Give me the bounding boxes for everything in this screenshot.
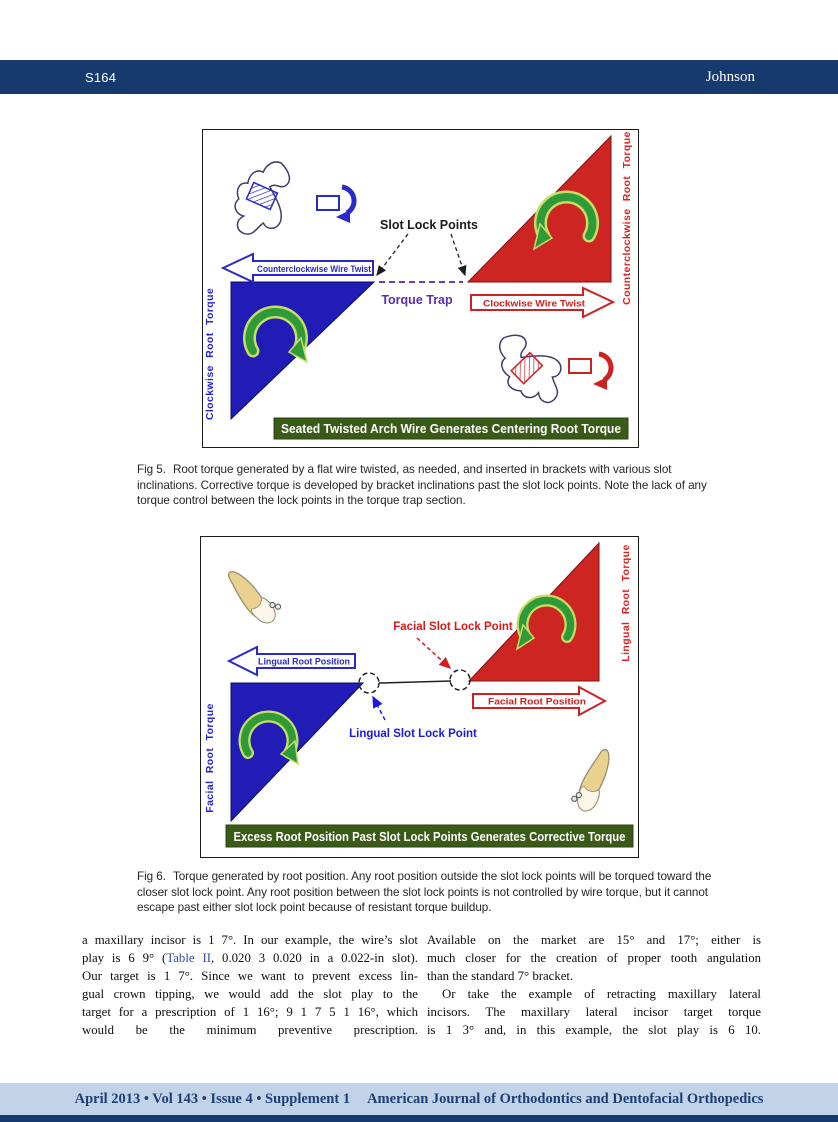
fig6-left-axis-label: Facial Root Torque — [204, 703, 216, 813]
fig6-right-axis-label: Lingual Root Torque — [620, 544, 632, 661]
body-line: gual crown tipping, we would add the slo… — [82, 987, 418, 1002]
wire-slot-rect-blue — [316, 195, 340, 211]
body-line: target for a prescription of 1 16°; 9 1 … — [82, 1005, 418, 1020]
fig5-caption: Fig 5.Root torque generated by a flat wi… — [137, 462, 715, 509]
facial-root-position-label: Facial Root Position — [488, 697, 586, 708]
lingual-root-torque-triangle — [467, 541, 600, 682]
running-head-author: Johnson — [705, 68, 755, 85]
bracket-sketch-blue — [217, 150, 310, 249]
body-line: Or take the example of retracting maxill… — [442, 987, 761, 1002]
fig6-caption-text: Torque generated by root position. Any r… — [137, 870, 712, 915]
body-text: play is 6 9° ( — [82, 951, 167, 966]
fig5-left-axis-label: Clockwise Root Torque — [204, 288, 216, 420]
fig5-banner: Seated Twisted Arch Wire Generates Cente… — [273, 417, 629, 440]
green-ccw-arrow-icon — [532, 190, 599, 251]
ccw-wire-twist-arrow: Counterclockwise Wire Twist — [220, 252, 374, 284]
red-twist-arrow-icon — [593, 351, 614, 390]
body-line: Available on the market are 15° and 17°;… — [427, 933, 761, 947]
fig6-diagram: Facial Slot Lock Point Lingual Slot Lock… — [204, 541, 634, 848]
facial-lock-pointer — [416, 637, 452, 670]
lingual-slot-lock-label: Lingual Slot Lock Point — [349, 728, 477, 740]
footer-bar: April 2013 • Vol 143 • Issue 4 • Supplem… — [0, 1083, 838, 1115]
cw-wire-twist-label: Clockwise Wire Twist — [483, 299, 586, 310]
slot-lock-pointer-left — [376, 233, 409, 277]
fig6-banner: Excess Root Position Past Slot Lock Poin… — [225, 824, 634, 848]
fig5-banner-label: Seated Twisted Arch Wire Generates Cente… — [281, 422, 621, 436]
body-line: incisors. The maxillary lateral incisor … — [427, 1005, 761, 1020]
cw-wire-twist-arrow: Clockwise Wire Twist — [470, 286, 616, 319]
body-line: Our target is 1 7°. Since we want to pre… — [82, 969, 418, 984]
fig6-banner-label: Excess Root Position Past Slot Lock Poin… — [234, 830, 626, 844]
figure-5: Slot Lock Points Torque Trap Countercloc… — [202, 129, 639, 448]
fig6-caption-label: Fig 6. — [137, 870, 166, 883]
blue-twist-arrow-icon — [336, 184, 357, 223]
green-cw-arrow-icon — [243, 305, 309, 364]
body-text: , 0.020 3 0.020 in a 0.022-in slot). — [210, 951, 418, 966]
header-bar: S164 Johnson — [0, 60, 838, 94]
figure-6: Facial Slot Lock Point Lingual Slot Lock… — [200, 536, 639, 858]
tooth-sketch-lower — [571, 748, 610, 812]
footer-issue-info: April 2013 • Vol 143 • Issue 4 • Supplem… — [74, 1090, 351, 1107]
green-cw-arrow-icon — [238, 710, 299, 766]
fig6-caption: Fig 6.Torque generated by root position.… — [137, 869, 715, 916]
body-line: a maxillary incisor is 1 7°. In our exam… — [82, 933, 418, 947]
green-ccw-arrow-icon — [515, 594, 577, 651]
body-line: would be the minimum preventive prescrip… — [82, 1023, 418, 1038]
bracket-sketch-red — [485, 319, 576, 417]
page-number: S164 — [85, 69, 117, 85]
lingual-root-position-label: Lingual Root Position — [258, 657, 350, 667]
body-line: is 1 3° and, in this example, the slot p… — [427, 1023, 761, 1038]
slot-lock-pointer-right — [450, 233, 467, 277]
footer-journal-name: American Journal of Orthodontics and Den… — [367, 1090, 764, 1107]
table-ii-link[interactable]: Table II — [166, 951, 211, 966]
lingual-lock-pointer — [372, 695, 386, 721]
facial-slot-lock-label: Facial Slot Lock Point — [393, 621, 513, 633]
fig5-diagram: Slot Lock Points Torque Trap Countercloc… — [204, 131, 633, 440]
lingual-slot-lock-circle — [358, 672, 380, 694]
fig5-right-axis-label: Counterclockwise Root Torque — [621, 131, 633, 305]
body-line: than the standard 7° bracket. — [427, 969, 574, 984]
wire-slot-rect-red — [568, 358, 592, 374]
fig5-caption-text: Root torque generated by a flat wire twi… — [137, 463, 707, 508]
facial-slot-lock-circle — [449, 669, 471, 691]
facial-root-position-arrow: Facial Root Position — [472, 685, 608, 717]
footer-navy-rule — [0, 1115, 838, 1122]
body-column-right: Available on the market are 15° and 17°;… — [427, 931, 761, 1040]
torque-trap-label: Torque Trap — [381, 293, 453, 307]
body-column-left: a maxillary incisor is 1 7°. In our exam… — [82, 931, 418, 1040]
body-line: play is 6 9° (Table II, 0.020 3 0.020 in… — [82, 949, 418, 967]
tooth-sketch-upper — [227, 571, 282, 624]
fig5-caption-label: Fig 5. — [137, 463, 166, 476]
ccw-wire-twist-label: Counterclockwise Wire Twist — [257, 264, 372, 275]
lingual-root-position-arrow: Lingual Root Position — [226, 645, 356, 677]
body-line: much closer for the creation of proper t… — [427, 951, 761, 966]
slot-lock-points-label: Slot Lock Points — [380, 218, 478, 232]
wire-line — [378, 680, 452, 684]
